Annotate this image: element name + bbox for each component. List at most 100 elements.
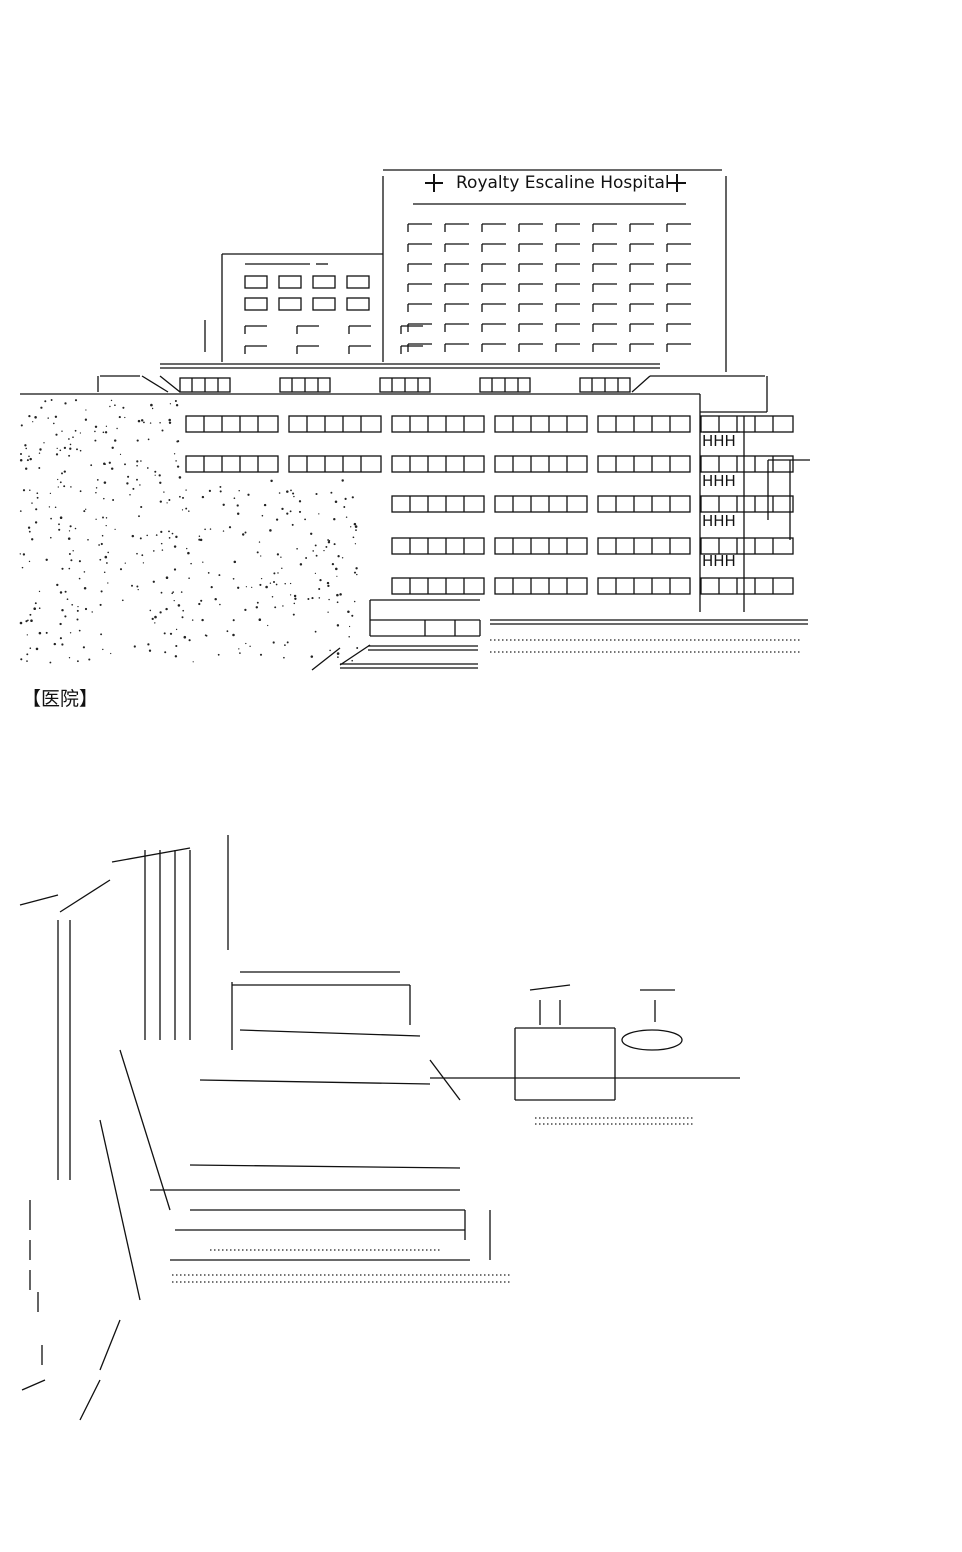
hospital-bed [99,971,512,1301]
building-window [185,455,279,473]
tower-window [518,323,543,332]
building-window [700,455,794,473]
tower-window [518,223,543,232]
building-window [494,495,588,513]
tower-window [518,283,543,292]
tower-window [592,323,617,332]
tower-window [444,323,469,332]
tower-window [444,263,469,272]
tower-window [666,243,691,252]
annex-window [278,275,302,289]
annex-window [244,275,268,289]
building-window [597,495,691,513]
building-window [597,415,691,433]
annex-window [244,297,268,311]
lower-building-roof [20,375,768,413]
annex-window [244,325,267,334]
building-window [700,537,794,555]
hospital-illustration: HHH HHH HHH HHH [19,169,810,671]
hospital-entrance [311,599,808,671]
annex-window [346,297,370,311]
roof-windows [179,377,631,393]
building-window [700,577,794,595]
annex-window [346,275,370,289]
building-window [288,415,382,433]
building-window [185,415,279,433]
tower-window [555,343,580,352]
tower-window [666,263,691,272]
tower-window [481,343,506,352]
tower-window [629,283,654,292]
tower-window [444,243,469,252]
building-window [288,455,382,473]
lower-building-windows [185,415,794,595]
tower-window [481,323,506,332]
annex-window [348,325,371,334]
tower-window [592,343,617,352]
building-window [391,577,485,595]
tower-window [629,323,654,332]
tower-window [518,243,543,252]
roof-window [379,377,431,393]
ward-label: HHH [702,552,736,570]
building-window [700,415,794,433]
building-window [597,455,691,473]
annex-windows [244,275,423,354]
annex-window [312,275,336,289]
building-window [494,415,588,433]
annex-window [244,345,267,354]
tower-window [444,283,469,292]
building-window [700,495,794,513]
iv-stand [19,835,229,1180]
annex-window [400,325,423,334]
tower-window [555,263,580,272]
tower-window [666,223,691,232]
tower-window [407,263,432,272]
hospital-tower [382,169,727,372]
ward-label: HHH [702,472,736,490]
tower-windows [407,223,691,352]
tower-window [407,343,432,352]
tower-window [592,223,617,232]
tower-window [481,223,506,232]
tower-window [629,223,654,232]
tower-window [481,263,506,272]
tower-window [592,303,617,312]
bedside-table [430,984,740,1125]
tower-window [666,343,691,352]
tower-window [518,263,543,272]
hospital-annex [204,253,383,362]
tower-window [592,243,617,252]
annex-window [296,325,319,334]
ward-label: HHH [702,432,736,450]
building-window [494,537,588,555]
annex-window [278,297,302,311]
roof-window [179,377,231,393]
tower-window [518,343,543,352]
tower-window [592,283,617,292]
tower-window [407,303,432,312]
building-window [391,537,485,555]
foliage-texture [19,399,359,664]
tower-window [444,343,469,352]
ward-label: HHH [702,512,736,530]
roof-window [579,377,631,393]
tower-window [481,243,506,252]
tower-window [444,223,469,232]
tower-window [407,323,432,332]
floor-strokes [21,1200,121,1421]
roof-window [479,377,531,393]
roof-window [279,377,331,393]
building-window [391,495,485,513]
tower-window [518,303,543,312]
tower-window [555,223,580,232]
tower-window [407,243,432,252]
tower-window [481,283,506,292]
annex-window [312,297,336,311]
tower-window [555,283,580,292]
annex-window [296,345,319,354]
tower-window [666,323,691,332]
building-window [494,455,588,473]
annex-window [348,345,371,354]
